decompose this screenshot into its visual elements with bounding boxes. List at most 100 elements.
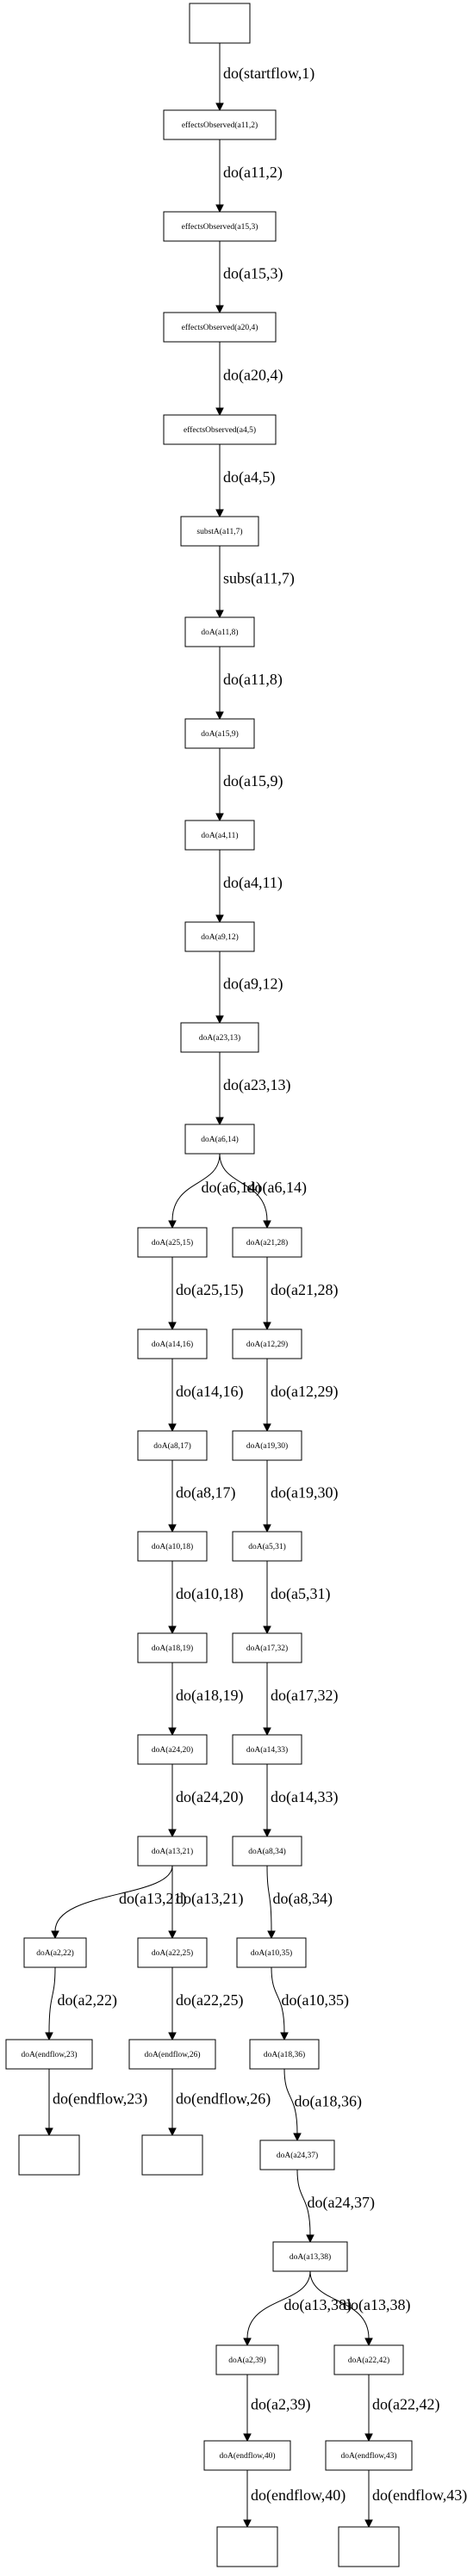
node-label: doA(a22,25) <box>152 1948 193 1958</box>
edge-R2-R3: do(a12,29) <box>263 1359 338 1433</box>
arrowhead <box>168 1625 177 1635</box>
node-label: doA(a4,11) <box>201 831 238 840</box>
node-box <box>5 2039 93 2070</box>
state-node: doA(a23,13) <box>180 1022 259 1053</box>
edge-LR1-LR2: do(a22,25) <box>168 1967 243 2041</box>
edge-label: do(a13,38) <box>343 2296 410 2314</box>
edge-n8-n9: do(a4,11) <box>215 850 283 924</box>
node-box <box>333 2344 404 2375</box>
arrowhead <box>215 1015 224 1025</box>
node-box <box>180 516 259 547</box>
node-label: doA(a10,18) <box>152 1542 193 1551</box>
node-label: doA(a5,31) <box>248 1542 286 1551</box>
node-box <box>163 109 277 140</box>
edge-label: do(a14,33) <box>271 1788 338 1806</box>
node-label: doA(a24,37) <box>277 2151 318 2160</box>
edge-RL1-RL2: do(a2,39) <box>243 2375 310 2443</box>
arrowhead <box>364 2433 373 2443</box>
arrowhead <box>168 1524 177 1533</box>
node-box <box>272 2241 348 2272</box>
node-box <box>232 1531 302 1562</box>
edge-label: do(a4,11) <box>223 874 283 892</box>
state-node: doA(a25,15) <box>137 1227 208 1258</box>
state-node: doA(endflow,40) <box>203 2440 291 2471</box>
edge-line <box>266 1865 272 1932</box>
state-node: doA(endflow,26) <box>128 2039 216 2070</box>
arrowhead <box>215 102 224 112</box>
edge-label: do(a2,39) <box>251 2396 310 2414</box>
edge-L6-L7: do(a24,20) <box>168 1764 243 1838</box>
state-node: doA(a2,22) <box>23 1937 87 1968</box>
edge-label: do(endflow,23) <box>53 2090 147 2108</box>
node-box <box>325 2440 413 2471</box>
edge-label: do(a15,9) <box>223 772 283 790</box>
state-node: doA(a8,34) <box>232 1836 302 1867</box>
edge-R6-R7: do(a14,33) <box>263 1764 338 1838</box>
node-label: doA(a24,20) <box>152 1745 193 1755</box>
node-box <box>141 2134 203 2176</box>
edge-label: do(a6,14) <box>202 1179 261 1197</box>
edge-RR2-RR3: do(endflow,43) <box>364 2470 467 2529</box>
state-node: doA(a13,21) <box>137 1836 208 1867</box>
state-node: doA(a6,14) <box>184 1124 255 1155</box>
edge-n11-L1: do(a6,14) <box>168 1153 261 1229</box>
edge-label: do(a22,42) <box>372 2396 439 2414</box>
edge-line <box>171 1153 221 1222</box>
node-label: doA(a14,33) <box>246 1745 288 1755</box>
edge-L3-L4: do(a8,17) <box>168 1460 235 1533</box>
edge-line <box>54 1865 173 1932</box>
edge-label: do(a5,31) <box>271 1585 330 1603</box>
node-label: substA(a11,7) <box>196 527 242 536</box>
node-box <box>137 1632 208 1663</box>
state-node: doA(a4,11) <box>184 820 255 851</box>
edge-R8-R9: do(a10,35) <box>271 1966 349 2041</box>
node-label: doA(a21,28) <box>246 1238 288 1248</box>
edge-label: subs(a11,7) <box>223 570 295 588</box>
terminal-node <box>18 2134 80 2176</box>
node-box <box>23 1937 87 1968</box>
edge-n11-R1: do(a6,14) <box>219 1153 307 1229</box>
edge-R11-RL1: do(a13,38) <box>243 2270 352 2347</box>
edge-label: do(a9,12) <box>223 975 283 994</box>
node-box <box>137 1836 208 1867</box>
node-box <box>18 2134 80 2176</box>
edge-label: do(a22,25) <box>176 1991 243 2009</box>
edge-RR1-RR2: do(a22,42) <box>364 2375 439 2443</box>
arrowhead <box>215 1117 224 1126</box>
arrowhead <box>280 2032 289 2041</box>
node-label: doA(a25,15) <box>152 1238 193 1248</box>
state-node: doA(a13,38) <box>272 2241 348 2272</box>
edge-label: do(a24,20) <box>176 1788 243 1806</box>
edge-L7-LL1: do(a13,21) <box>51 1865 186 1940</box>
arrowhead <box>263 1423 271 1433</box>
edge-n1-n2: do(a11,2) <box>215 139 283 214</box>
arrowhead <box>168 2127 177 2137</box>
node-label: effectsObserved(a20,4) <box>182 323 258 332</box>
node-label: doA(endflow,43) <box>340 2451 396 2461</box>
edge-line <box>48 1966 56 2034</box>
arrowhead <box>263 1322 271 1331</box>
node-label: doA(a18,36) <box>264 2050 305 2059</box>
node-label: doA(a15,9) <box>201 729 239 739</box>
edge-L5-L6: do(a18,19) <box>168 1663 243 1737</box>
edge-n10-n11: do(a23,13) <box>215 1052 290 1126</box>
edge-label: do(a25,15) <box>176 1281 243 1299</box>
edge-line <box>309 2270 370 2339</box>
edge-label: do(a4,5) <box>223 468 275 486</box>
node-label: doA(a10,35) <box>251 1948 292 1958</box>
arrowhead <box>215 509 224 518</box>
edge-L7-LR1: do(a13,21) <box>168 1866 243 1940</box>
edge-label: do(a10,35) <box>282 1991 349 2009</box>
edge-RL2-RL3: do(endflow,40) <box>243 2470 346 2529</box>
edge-label: do(a23,13) <box>223 1076 290 1094</box>
state-node: effectsObserved(a20,4) <box>163 312 277 343</box>
edge-LL2-LL3: do(endflow,23) <box>45 2069 147 2137</box>
edge-R7-R8: do(a8,34) <box>266 1865 333 1940</box>
node-box <box>249 2039 320 2070</box>
arrowhead <box>263 1829 271 1838</box>
node-box <box>137 1734 208 1765</box>
node-box <box>338 2526 400 2567</box>
node-box <box>137 1430 208 1461</box>
state-node: doA(a12,29) <box>232 1328 302 1359</box>
